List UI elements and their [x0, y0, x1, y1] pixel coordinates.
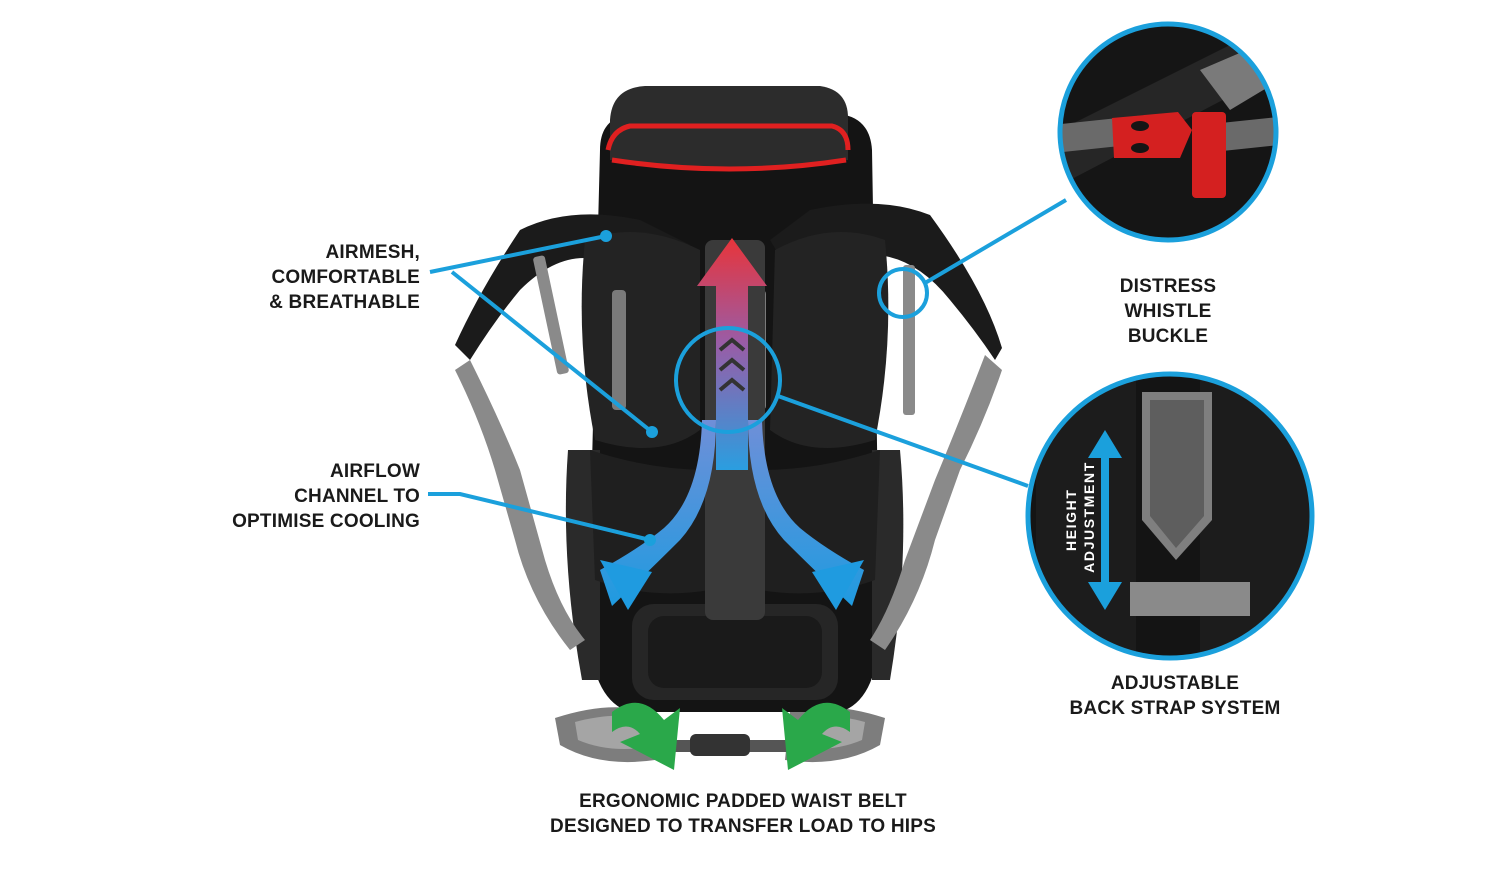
- airmesh-label: AIRMESH, COMFORTABLE & BREATHABLE: [240, 240, 420, 315]
- back-strap-label: ADJUSTABLE BACK STRAP SYSTEM: [1060, 671, 1290, 721]
- back-strap-line-1: ADJUSTABLE: [1110, 673, 1240, 694]
- whistle-line-3: BUCKLE: [1127, 326, 1209, 347]
- double-vertical-arrow-icon: [1088, 430, 1122, 610]
- waist-belt-label: ERGONOMIC PADDED WAIST BELT DESIGNED TO …: [530, 789, 956, 839]
- airmesh-line-2: COMFORTABLE: [271, 267, 420, 288]
- height-adjustment-label: HEIGHT ADJUSTMENT: [1063, 461, 1097, 573]
- whistle-line-2: WHISTLE: [1124, 301, 1212, 322]
- waist-belt-line-1: ERGONOMIC PADDED WAIST BELT: [579, 791, 907, 812]
- airmesh-line-3: & BREATHABLE: [269, 292, 420, 313]
- airflow-channel-label: AIRFLOW CHANNEL TO OPTIMISE COOLING: [220, 459, 420, 534]
- airmesh-line-1: AIRMESH,: [325, 242, 420, 263]
- airflow-arrow-icon: [600, 238, 864, 610]
- callout-lines: [428, 198, 1068, 542]
- back-strap-line-2: BACK STRAP SYSTEM: [1069, 698, 1281, 719]
- airflow-line-1: AIRFLOW: [329, 461, 420, 482]
- airflow-line-3: OPTIMISE COOLING: [232, 511, 420, 532]
- whistle-buckle-label: DISTRESS WHISTLE BUCKLE: [1088, 274, 1248, 349]
- whistle-buckle-detail: [1057, 21, 1279, 243]
- waist-belt-line-2: DESIGNED TO TRANSFER LOAD TO HIPS: [550, 816, 936, 837]
- curved-green-arrow-icon: [612, 702, 850, 770]
- airflow-line-2: CHANNEL TO: [294, 486, 420, 507]
- callout-dots: [600, 230, 658, 546]
- whistle-line-1: DISTRESS: [1119, 276, 1217, 297]
- back-strap-detail: [1025, 371, 1315, 661]
